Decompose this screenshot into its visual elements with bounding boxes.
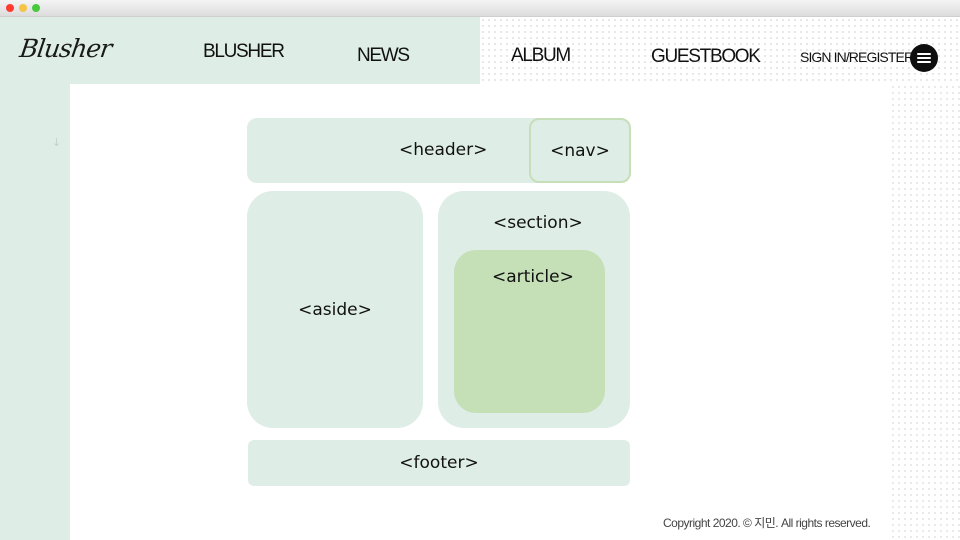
- hamburger-icon: [917, 53, 931, 55]
- nav-link-blusher[interactable]: BLUSHER: [203, 41, 285, 62]
- diagram-aside-label: <aside>: [298, 299, 372, 320]
- diagram-footer-label: <footer>: [399, 453, 479, 473]
- diagram-article-box: <article>: [454, 250, 605, 413]
- close-window-button[interactable]: [6, 4, 14, 12]
- maximize-window-button[interactable]: [32, 4, 40, 12]
- diagram-nav-label: <nav>: [550, 140, 610, 161]
- diagram-nav-box: <nav>: [529, 118, 631, 183]
- nav-link-album[interactable]: ALBUM: [511, 45, 571, 66]
- diagram-section-label: <section>: [493, 213, 583, 233]
- nav-link-guestbook[interactable]: GUESTBOOK: [651, 46, 761, 67]
- site-logo[interactable]: Blusher: [17, 34, 114, 63]
- arrow-down-icon: ↓: [52, 136, 62, 149]
- diagram-header-label: <header>: [399, 140, 488, 160]
- right-dot-pattern: [890, 84, 960, 540]
- nav-link-news[interactable]: NEWS: [357, 45, 410, 66]
- header-dot-pattern: [480, 17, 960, 84]
- window-titlebar: [0, 0, 960, 17]
- header-mint-panel: [0, 17, 480, 84]
- sign-in-register-link[interactable]: SIGN IN/REGISTER: [800, 49, 914, 65]
- diagram-footer-box: <footer>: [248, 440, 630, 486]
- diagram-aside-box: <aside>: [247, 191, 423, 428]
- minimize-window-button[interactable]: [19, 4, 27, 12]
- diagram-article-label: <article>: [492, 267, 574, 287]
- hamburger-menu-button[interactable]: [910, 44, 938, 72]
- copyright-text: Copyright 2020. © 지민. All rights reserve…: [663, 516, 871, 530]
- left-mint-panel: [0, 84, 70, 540]
